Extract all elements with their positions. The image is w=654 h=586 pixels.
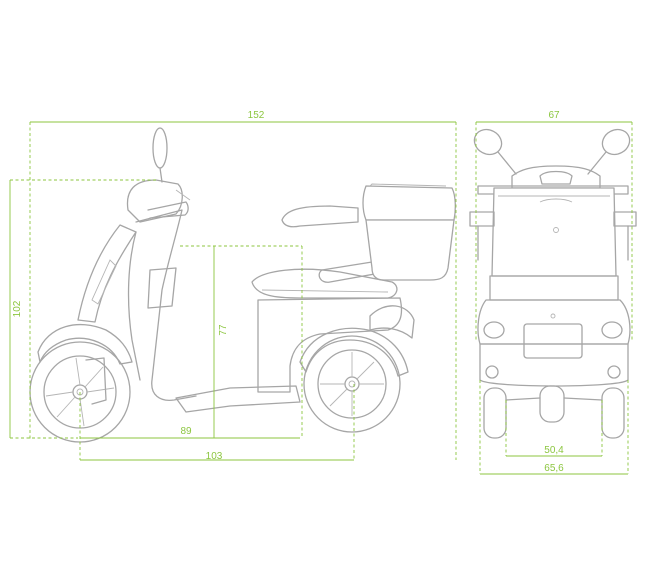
rear-view [469, 128, 637, 439]
side-view [29, 127, 456, 443]
dim-overall-length-label: 152 [248, 110, 265, 121]
dim-overall-height-label: 102 [12, 300, 23, 317]
rear-wheels [483, 385, 625, 439]
rear-left-mirror [473, 128, 517, 175]
tail-light-left [483, 321, 505, 339]
rear-body-panel [477, 275, 631, 387]
dim-rear-track-label: 50,4 [544, 445, 564, 456]
rear-body [257, 297, 415, 393]
rear-top-box [491, 187, 617, 277]
seat [251, 268, 398, 299]
front-body [77, 209, 197, 401]
handlebar [477, 165, 629, 195]
side-mirror [152, 127, 168, 183]
dim-overall-width-label: 67 [548, 110, 560, 121]
top-box [362, 183, 456, 281]
dimension-lines: 152 102 77 89 103 67 50,4 65,6 [9, 110, 633, 475]
license-plate [523, 323, 583, 359]
rear-fender [299, 327, 409, 377]
dim-seat-height-label: 77 [218, 324, 229, 336]
floorboard [175, 385, 301, 413]
rear-right-mirror [587, 128, 631, 175]
dim-seat-to-rear-label: 89 [180, 426, 192, 437]
rear-wheel [303, 335, 401, 433]
tail-light-right [601, 321, 623, 339]
dim-wheelbase-label: 103 [206, 451, 223, 462]
front-fender [37, 323, 133, 365]
dim-rear-width-label: 65,6 [544, 463, 564, 474]
